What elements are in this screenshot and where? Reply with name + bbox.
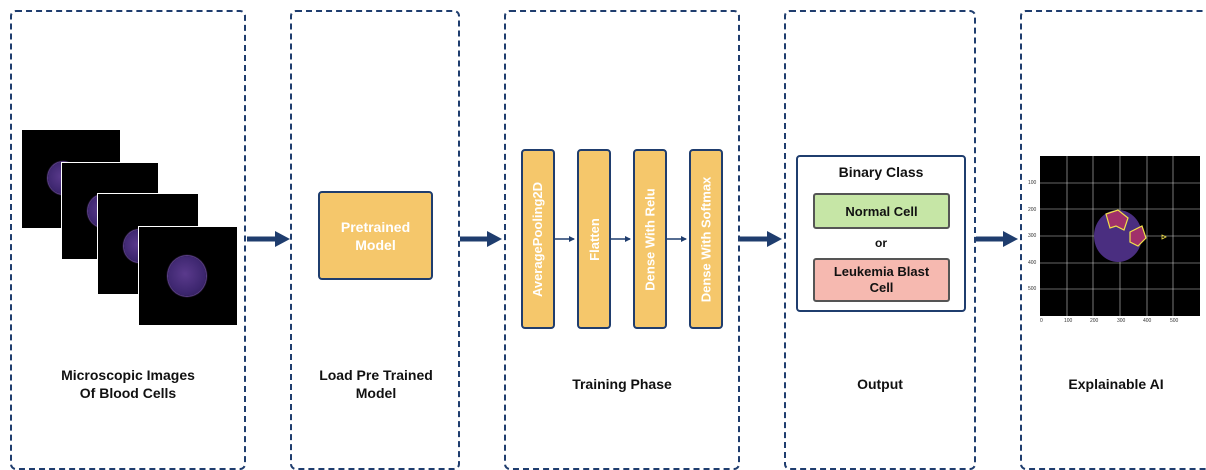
x-tick: 500 [1170,318,1179,324]
caption-explainable-ai: Explainable AI [1068,376,1164,392]
or-label: or [875,236,887,250]
leukemia-blast-cell-box: Leukemia Blast Cell [813,258,950,302]
y-tick: 300 [1028,233,1037,239]
layer-dense-relu: Dense With Relu [633,149,667,329]
xai-highlight-speck [1161,234,1167,240]
blood-cell-image-4 [138,226,238,326]
big-arrow-3 [740,231,782,247]
caption-load-pretrained: Load Pre Trained Model [319,367,433,401]
big-arrow-2 [460,231,502,247]
caption-output: Output [857,376,903,392]
y-tick: 200 [1028,207,1037,213]
binary-class-title: Binary Class [838,164,924,180]
x-tick: 0 [1040,318,1043,324]
x-tick: 200 [1090,318,1099,324]
layer-flatten: Flatten [577,149,611,329]
big-arrow-1 [247,231,290,247]
layer-label: AveragePooling2D [530,181,546,297]
layer-label: Dense With Relu [642,187,658,291]
xai-heatmap-image [1040,156,1200,316]
xai-highlight-region-1 [1105,209,1129,231]
x-tick: 100 [1064,318,1073,324]
layer-label: Flatten [586,217,602,261]
y-tick: 500 [1028,286,1037,292]
caption-microscopic-images: Microscopic Images Of Blood Cells [61,367,195,401]
x-tick: 400 [1143,318,1152,324]
pretrained-model-box: Pretrained Model [318,191,433,280]
caption-training-phase: Training Phase [572,376,672,392]
normal-cell-box: Normal Cell [813,193,950,229]
layer-dense-softmax: Dense With Softmax [689,149,723,329]
x-tick: 300 [1117,318,1126,324]
xai-cell [1094,210,1142,262]
y-tick: 100 [1028,180,1037,186]
layer-label: Dense With Softmax [698,176,714,302]
layer-averagepooling2d: AveragePooling2D [521,149,555,329]
big-arrow-4 [976,231,1018,247]
y-tick: 400 [1028,260,1037,266]
blood-cell [168,256,206,296]
xai-highlight-region-2 [1129,225,1147,247]
output-binary-class-panel: Binary Class Normal Cell or Leukemia Bla… [796,155,966,312]
